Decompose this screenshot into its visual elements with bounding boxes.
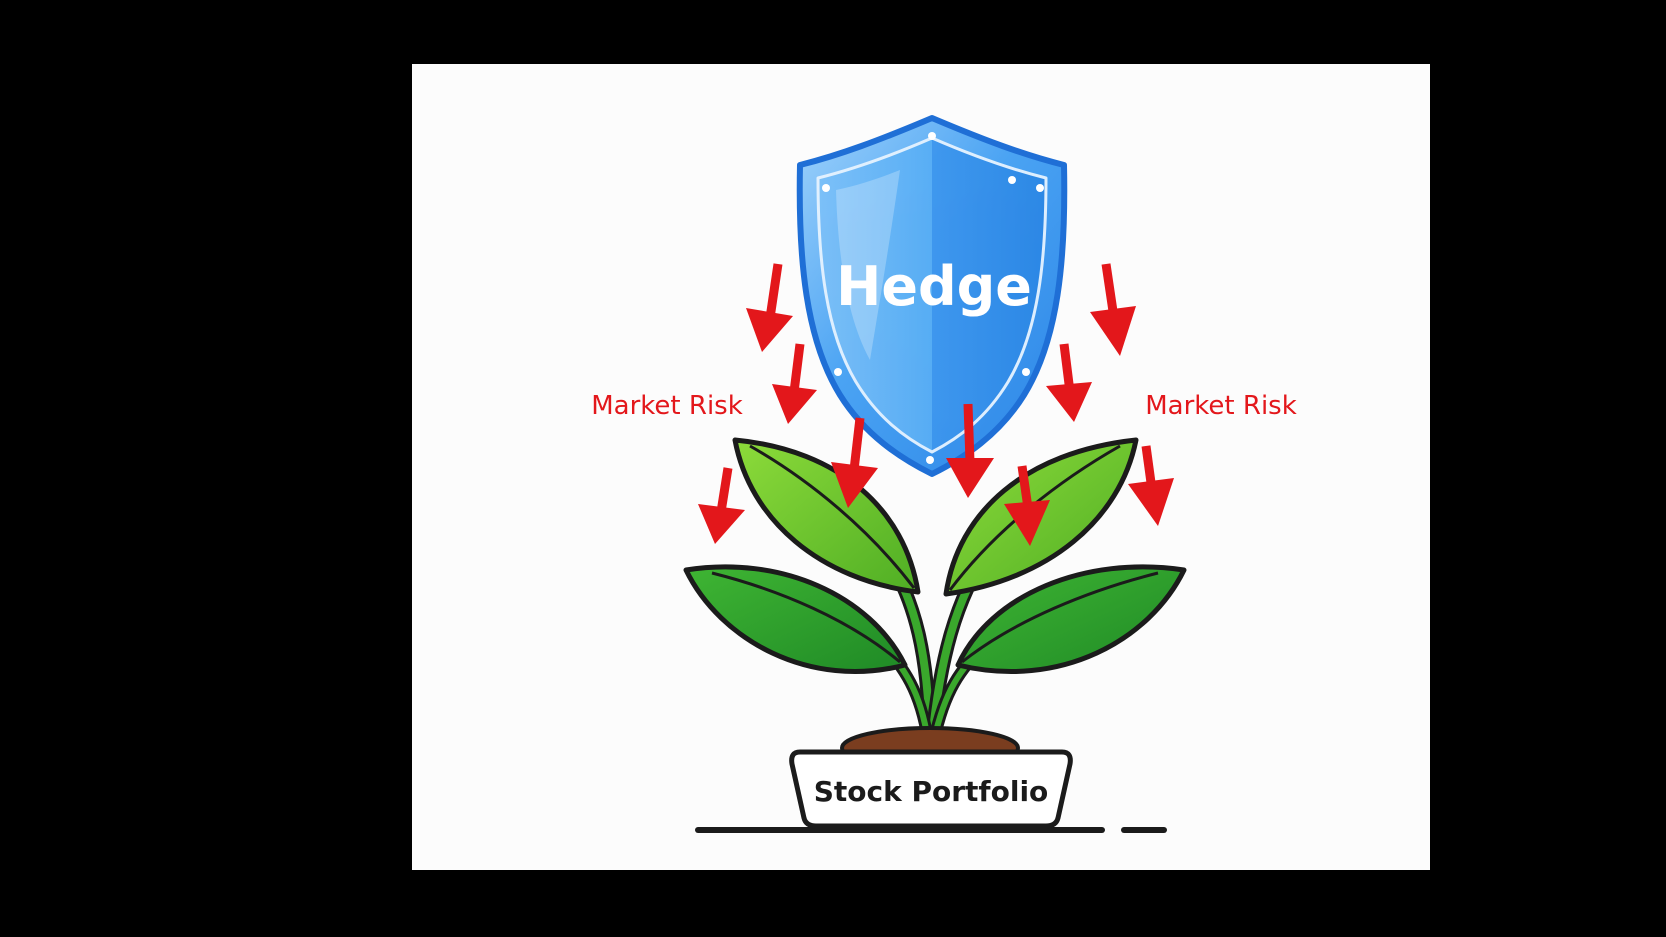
arrow-down-icon [1004, 465, 1050, 546]
market-risk-label-left: Market Risk [591, 391, 743, 421]
shield-label: Hedge [836, 255, 1032, 318]
arrow-down-icon [1046, 343, 1092, 422]
market-risk-label-right: Market Risk [1145, 391, 1297, 421]
arrow-down-icon [1128, 445, 1174, 526]
arrow-down-icon [946, 403, 994, 498]
risk-arrows [698, 263, 1174, 546]
arrow-down-icon [746, 263, 793, 352]
arrow-down-icon [1090, 263, 1136, 356]
arrow-down-icon [831, 417, 878, 508]
pot-label: Stock Portfolio [814, 775, 1049, 808]
plant-icon [683, 437, 1187, 747]
arrow-down-icon [772, 343, 817, 424]
pot-icon: Stock Portfolio [789, 726, 1073, 829]
arrow-down-icon [698, 467, 745, 544]
shield-icon: Hedge [796, 115, 1068, 477]
